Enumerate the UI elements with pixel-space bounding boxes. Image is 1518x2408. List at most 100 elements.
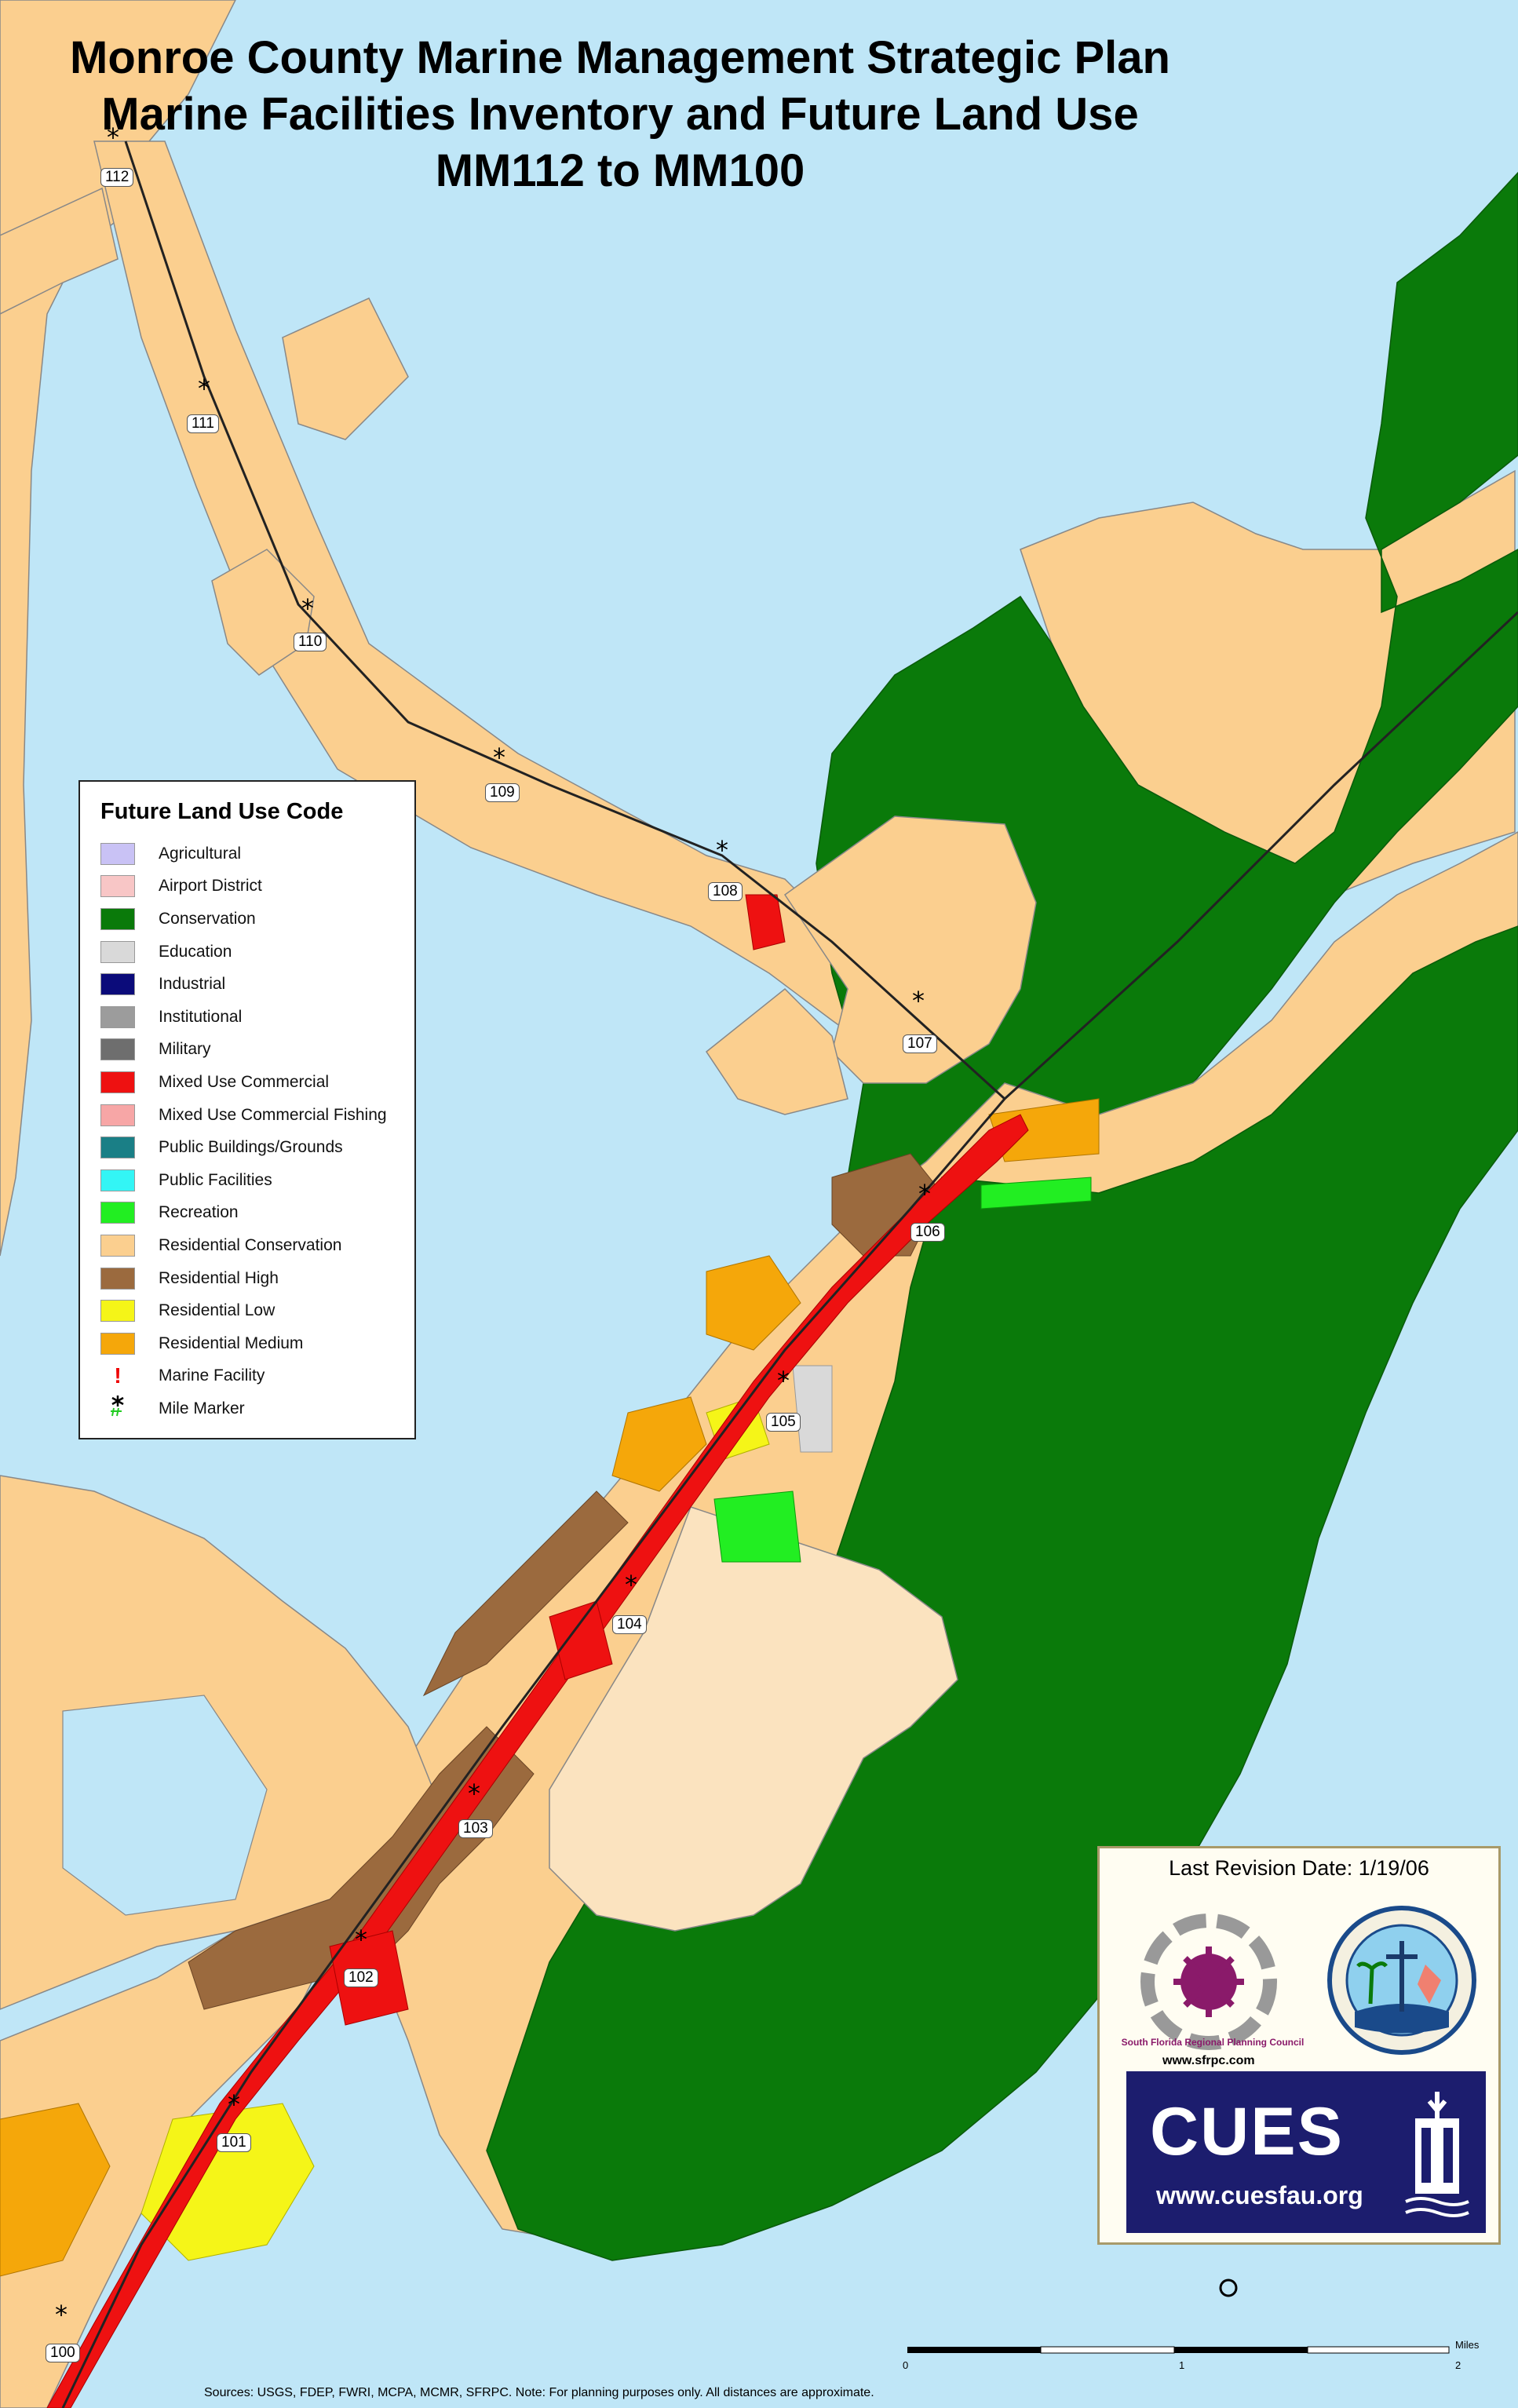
- title-line-2: Marine Facilities Inventory and Future L…: [101, 89, 1139, 140]
- legend-swatch: [100, 973, 135, 996]
- legend-label: Residential Conservation: [159, 1235, 342, 1254]
- legend-item: Mixed Use Commercial: [100, 1066, 394, 1099]
- cues-building-icon: [1405, 2092, 1469, 2217]
- legend-label: Residential Low: [159, 1301, 276, 1320]
- legend-swatch: [100, 907, 135, 930]
- mile-marker-icon: [100, 1394, 135, 1423]
- mile-marker-label: 107: [903, 1034, 937, 1053]
- legend-swatch: [100, 1267, 135, 1290]
- legend-item: Residential Conservation: [100, 1229, 394, 1262]
- residential-medium-a: [706, 1255, 801, 1351]
- us1-highway: [61, 140, 1518, 2408]
- legend-label: Mile Marker: [159, 1399, 245, 1417]
- sfrpc-url: www.sfrpc.com: [1162, 2054, 1255, 2067]
- cues-name: CUES: [1150, 2094, 1344, 2169]
- scale-bar: 0 1 2 Miles: [903, 2339, 1479, 2375]
- northwest-point: [0, 187, 119, 315]
- legend-swatch: [100, 1234, 135, 1257]
- legend-swatch: [100, 1038, 135, 1061]
- residential-high-mid: [422, 1490, 629, 1697]
- north-peninsula: [282, 297, 409, 440]
- central-residential-conservation: [783, 815, 1037, 1084]
- sw-peninsula-residential: [705, 987, 848, 1115]
- legend-label: Airport District: [159, 877, 262, 896]
- commercial-block-b: [549, 1600, 613, 1680]
- mile-marker-label: 103: [458, 1819, 493, 1838]
- legend-item: Agricultural: [100, 837, 394, 870]
- legend-label: Conservation: [159, 909, 256, 928]
- svg-text:*: *: [55, 2300, 68, 2330]
- legend-label: Mixed Use Commercial: [159, 1072, 330, 1091]
- mile-marker-label: 100: [46, 2344, 80, 2362]
- cues-url: www.cuesfau.org: [1156, 2181, 1363, 2209]
- mile-marker-label: 108: [708, 882, 743, 901]
- legend-label: Marine Facility: [159, 1366, 265, 1385]
- title-line-1: Monroe County Marine Management Strategi…: [70, 32, 1170, 83]
- mile-marker-label: 105: [766, 1413, 801, 1432]
- legend-swatch: [100, 1104, 135, 1126]
- svg-text:*: *: [493, 742, 505, 772]
- legend-item: Military: [100, 1034, 394, 1067]
- title-line-3: MM112 to MM100: [435, 145, 805, 196]
- info-box: Last Revision Date: 1/19/06 South Florid…: [1097, 1846, 1501, 2245]
- residential-medium-c: [0, 2103, 111, 2277]
- legend-label: Residential Medium: [159, 1334, 304, 1352]
- svg-text:*: *: [301, 593, 314, 623]
- legend-label: Mixed Use Commercial Fishing: [159, 1105, 387, 1124]
- svg-text:*: *: [912, 986, 925, 1016]
- legend-item: Industrial: [100, 968, 394, 1001]
- legend-swatch: [100, 940, 135, 963]
- scale-bar-graphic: [907, 2346, 1450, 2354]
- residential-medium-b: [611, 1396, 707, 1492]
- mile-marker-label: 110: [294, 633, 327, 651]
- legend-label: Institutional: [159, 1007, 243, 1026]
- legend-label: Education: [159, 942, 232, 961]
- legend-title: Future Land Use Code: [100, 799, 344, 824]
- west-inlet-water: [62, 1695, 268, 1916]
- commercial-corridor: [46, 1114, 1029, 2408]
- mile-marker-label: 101: [217, 2133, 251, 2152]
- mile-marker-label: 109: [485, 783, 520, 802]
- legend-label: Military: [159, 1040, 211, 1059]
- svg-text:*: *: [107, 122, 119, 152]
- legend-label: Residential High: [159, 1268, 279, 1287]
- legend-swatch: [100, 1332, 135, 1355]
- marine-facility-icon: !: [114, 1363, 122, 1388]
- legend-item: Residential High: [100, 1262, 394, 1295]
- sources-note: Sources: USGS, FDEP, FWRI, MCPA, MCMR, S…: [204, 2386, 874, 2399]
- legend-item: Education: [100, 936, 394, 969]
- legend-swatch: [100, 842, 135, 865]
- recreation-area: [713, 1490, 801, 1563]
- legend-swatch: [100, 1202, 135, 1224]
- legend-swatch: [100, 1169, 135, 1191]
- legend-item-mile-marker: Mile Marker: [100, 1392, 394, 1425]
- monroe-county-seal-icon: [1327, 1906, 1476, 2055]
- svg-text:*: *: [355, 1925, 367, 1954]
- legend-label: Public Buildings/Grounds: [159, 1138, 343, 1157]
- legend-item-marine-facility: ! Marine Facility: [100, 1360, 394, 1393]
- legend-item: Public Buildings/Grounds: [100, 1131, 394, 1164]
- legend-item: Public Facilities: [100, 1164, 394, 1197]
- legend-label: Agricultural: [159, 844, 242, 863]
- inland-residential-conservation: [549, 1506, 958, 1932]
- commercial-block-c: [745, 894, 786, 950]
- revision-date: Last Revision Date: 1/19/06: [1169, 1856, 1429, 1880]
- scale-tick: 0: [903, 2359, 909, 2371]
- scale-tick: 2: [1455, 2359, 1461, 2371]
- legend-item: Mixed Use Commercial Fishing: [100, 1099, 394, 1132]
- mile-marker-symbols: * * * * * * * * * * * * *: [55, 122, 931, 2330]
- residential-low-south: [140, 2103, 315, 2261]
- map-title: Monroe County Marine Management Strategi…: [0, 30, 1240, 199]
- legend-swatch: [100, 1300, 135, 1323]
- legend-item: Airport District: [100, 870, 394, 903]
- legend-label: Public Facilities: [159, 1170, 272, 1189]
- legend-item: Institutional: [100, 1001, 394, 1034]
- svg-text:*: *: [625, 1570, 637, 1600]
- recreation-area-2: [980, 1177, 1092, 1209]
- mile-marker-label: 112: [100, 168, 134, 187]
- legend-item: Conservation: [100, 903, 394, 936]
- legend-label: Recreation: [159, 1203, 239, 1222]
- svg-text:*: *: [777, 1366, 790, 1396]
